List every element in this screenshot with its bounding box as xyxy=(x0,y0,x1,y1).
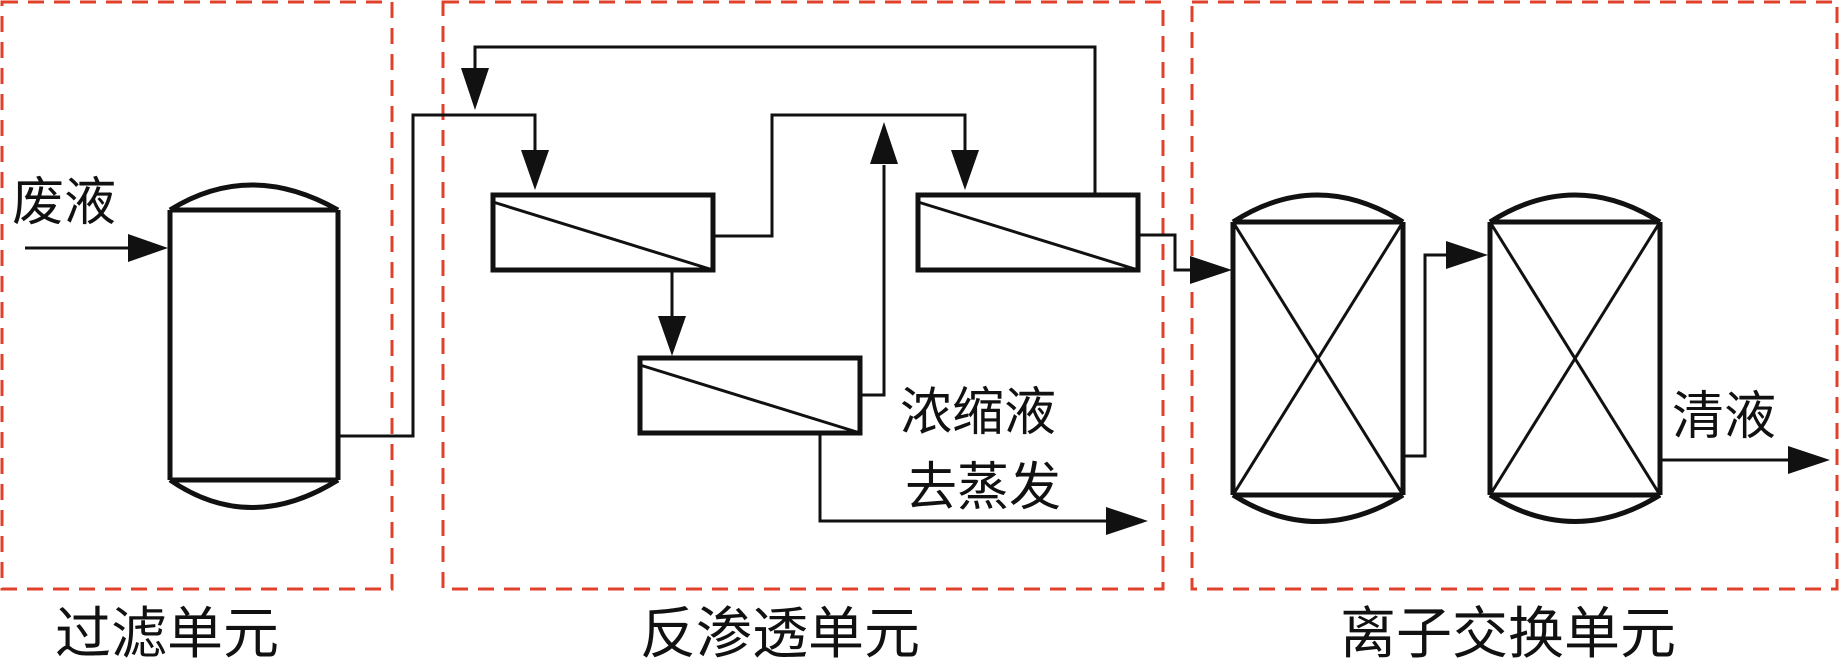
concentrate-label-line2: 去蒸发 xyxy=(905,458,1061,518)
ro-unit-boundary xyxy=(441,0,1165,591)
filter-unit-boundary xyxy=(0,0,394,591)
inlet-arrowhead xyxy=(128,234,168,262)
ro-unit-label: 反渗透单元 xyxy=(640,602,920,665)
clear-liquid-label: 清液 xyxy=(1672,387,1776,447)
ion-exchange-unit-boundary xyxy=(1190,0,1839,591)
recycle-arrowhead xyxy=(461,68,489,110)
ion-exchange-unit-label: 离子交换单元 xyxy=(1340,602,1676,665)
filter-unit-label: 过滤单元 xyxy=(55,602,279,665)
ro2-return-arrowhead xyxy=(870,122,898,164)
clear-outlet-arrowhead xyxy=(1788,446,1830,474)
ix1-feed-arrowhead xyxy=(1190,256,1232,284)
ion-exchange-column-1 xyxy=(1230,192,1406,524)
ro3-to-ix1-line xyxy=(1138,233,1192,272)
ion-exchange-column-2 xyxy=(1487,192,1663,524)
ro2-return-line xyxy=(860,165,886,397)
inlet-label: 废液 xyxy=(12,173,116,233)
ro-module-1 xyxy=(490,192,716,273)
ro-module-3 xyxy=(915,192,1141,273)
filter-to-ro-line xyxy=(338,113,537,438)
ro2-feed-arrowhead xyxy=(658,316,686,356)
ix1-to-ix2-line xyxy=(1403,253,1448,458)
concentrate-label-line1: 浓缩液 xyxy=(900,383,1056,443)
ro-module-2 xyxy=(637,355,863,436)
recycle-line xyxy=(473,45,1097,195)
ro1-feed-arrowhead xyxy=(521,150,549,190)
ro3-feed-arrowhead xyxy=(951,150,979,190)
filter-tank xyxy=(167,182,341,510)
ro1-to-ro3-line xyxy=(713,113,967,238)
concentrate-arrowhead xyxy=(1106,507,1148,535)
ix2-feed-arrowhead xyxy=(1446,241,1488,269)
concentrate-line xyxy=(818,433,1110,523)
